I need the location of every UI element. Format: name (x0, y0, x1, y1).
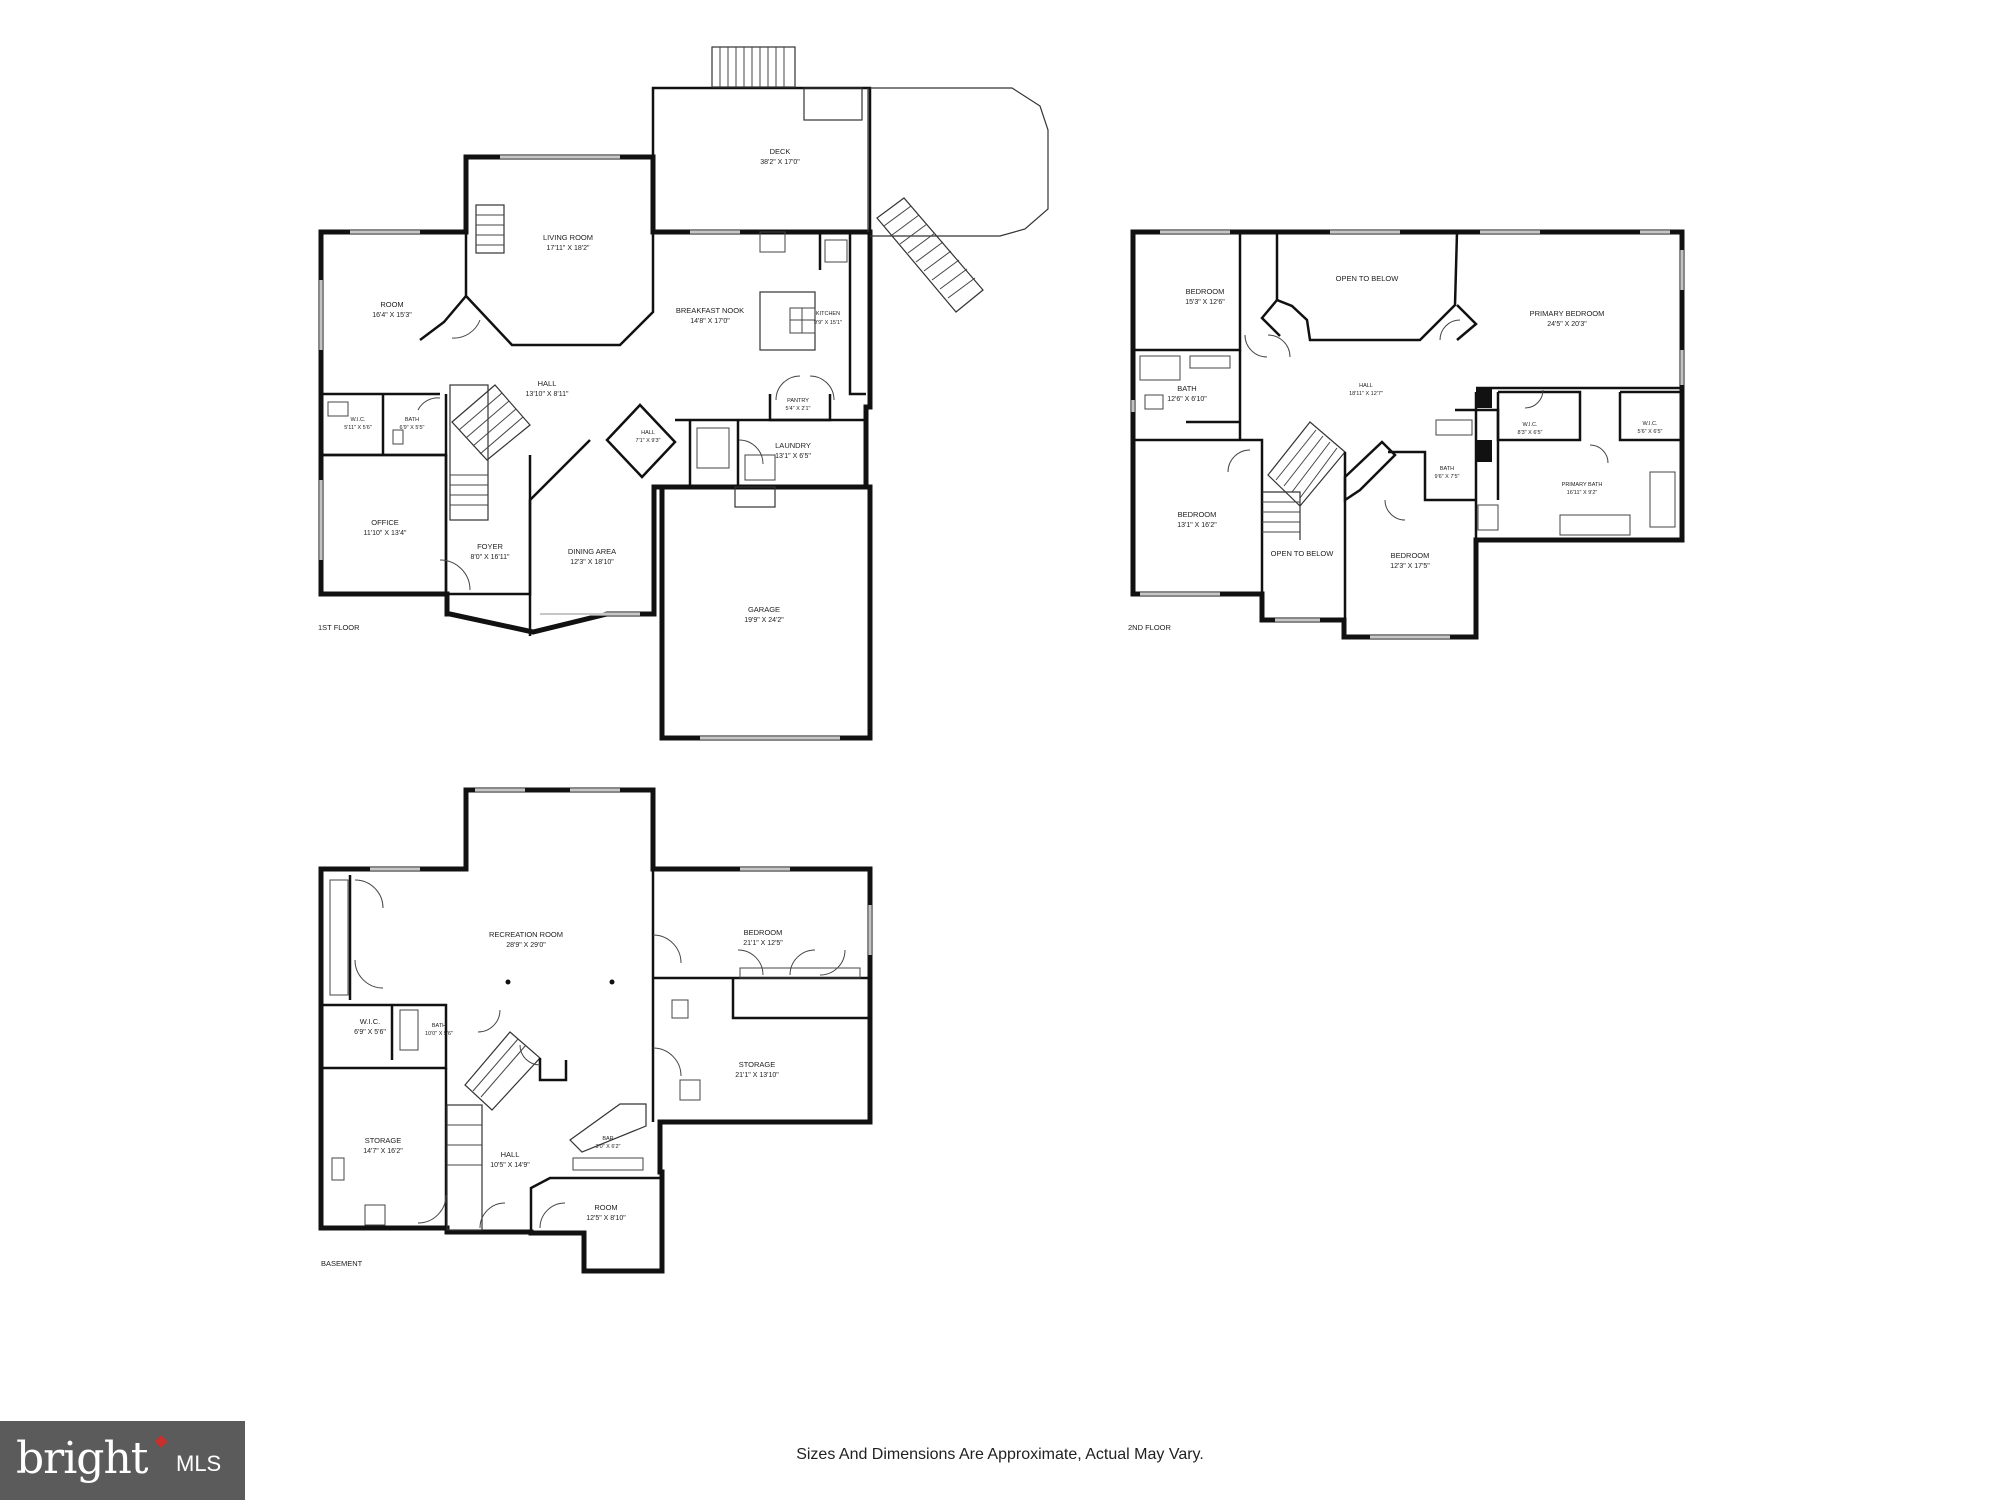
first-floor-labels: DECK 38'2" X 17'0" LIVING ROOM 17'11" X … (318, 147, 842, 632)
logo-suffix: MLS (176, 1451, 222, 1476)
storage-w-name: STORAGE (365, 1136, 402, 1145)
garage-name: GARAGE (748, 605, 780, 614)
deck-dims: 38'2" X 17'0" (760, 159, 800, 166)
bath-small-dims: 9'6" X 7'5" (1435, 474, 1460, 480)
room-name: ROOM (380, 300, 403, 309)
primary-bath-name: PRIMARY BATH (1562, 482, 1603, 488)
wic-dims: 5'11" X 5'6" (344, 425, 372, 431)
bath-2f-dims: 12'6" X 6'10" (1167, 396, 1207, 403)
office-name: OFFICE (371, 518, 399, 527)
wic-b-dims: 6'9" X 5'6" (354, 1029, 386, 1036)
hall-2f-dims: 18'11" X 12'7" (1349, 391, 1383, 397)
breakfast-nook-dims: 14'8" X 17'0" (690, 318, 730, 325)
wic-b-name: W.I.C. (360, 1017, 380, 1026)
storage-e-name: STORAGE (739, 1060, 776, 1069)
logo-brand: bright (16, 1433, 148, 1484)
pantry-dims: 5'4" X 2'1" (786, 406, 811, 412)
room-b-dims: 12'5" X 8'10" (586, 1215, 626, 1222)
basement-labels: RECREATION ROOM 28'9" X 29'0" BEDROOM 21… (321, 928, 783, 1268)
second-floor-plan (1130, 229, 1685, 640)
wic-2-name: W.I.C. (1643, 421, 1658, 427)
bath-small-name: BATH (1440, 466, 1454, 472)
basement-label: BASEMENT (321, 1259, 363, 1268)
hall-small-dims: 7'1" X 9'3" (636, 438, 661, 444)
bedroom-b-dims: 21'1" X 12'5" (743, 940, 783, 947)
bar-dims: 3'0" X 6'2" (596, 1144, 621, 1150)
bedroom-b-name: BEDROOM (744, 928, 783, 937)
deck-name: DECK (770, 147, 791, 156)
living-room-dims: 17'11" X 18'2" (547, 245, 590, 252)
primary-bedroom-dims: 24'5" X 20'3" (1547, 321, 1587, 328)
bedroom-sw-dims: 13'1" X 16'2" (1177, 522, 1217, 529)
dining-area-name: DINING AREA (568, 547, 616, 556)
laundry-name: LAUNDRY (775, 441, 811, 450)
bedroom-nw-dims: 15'3" X 12'6" (1185, 299, 1225, 306)
primary-bath-dims: 16'11" X 9'2" (1567, 490, 1598, 496)
disclaimer-text: Sizes And Dimensions Are Approximate, Ac… (796, 1446, 1204, 1463)
bedroom-sw-name: BEDROOM (1178, 510, 1217, 519)
living-room-name: LIVING ROOM (543, 233, 593, 242)
first-floor-plan (318, 46, 1049, 741)
second-floor-label: 2ND FLOOR (1128, 623, 1172, 632)
bath-2f-name: BATH (1177, 384, 1196, 393)
dining-area-dims: 12'3" X 18'10" (570, 559, 614, 566)
storage-e-dims: 21'1" X 13'10" (735, 1072, 779, 1079)
kitchen-name: KITCHEN (816, 311, 840, 317)
hall-b-dims: 10'5" X 14'9" (490, 1162, 530, 1169)
bedroom-nw-name: BEDROOM (1186, 287, 1225, 296)
deck-stairs-top (719, 47, 785, 87)
foyer-dims: 8'0" X 16'11" (470, 554, 510, 561)
hall-dims: 13'10" X 8'11" (526, 391, 569, 398)
storage-w-dims: 14'7" X 16'2" (363, 1148, 403, 1155)
office-dims: 11'10" X 13'4" (364, 530, 407, 537)
bedroom-s-dims: 12'3" X 17'5" (1390, 563, 1430, 570)
laundry-dims: 13'1" X 6'5" (775, 453, 811, 460)
hall-small-name: HALL (641, 430, 655, 436)
hall-2f-name: HALL (1359, 383, 1373, 389)
bedroom-s-name: BEDROOM (1391, 551, 1430, 560)
first-floor-label: 1ST FLOOR (318, 623, 360, 632)
bright-mls-logo: bright MLS (0, 1421, 245, 1500)
recreation-room-name: RECREATION ROOM (489, 930, 563, 939)
pantry-name: PANTRY (787, 398, 809, 404)
bar-name: BAR (602, 1136, 613, 1142)
open-to-below-top: OPEN TO BELOW (1336, 274, 1400, 283)
foyer-name: FOYER (477, 542, 503, 551)
hall-b-name: HALL (501, 1150, 520, 1159)
wic-1-name: W.I.C. (1523, 422, 1538, 428)
bath-dims: 6'9" X 5'5" (400, 425, 425, 431)
wic-2-dims: 5'6" X 6'5" (1638, 429, 1663, 435)
room-b-name: ROOM (594, 1203, 617, 1212)
primary-bedroom-name: PRIMARY BEDROOM (1530, 309, 1605, 318)
room-dims: 16'4" X 15'3" (372, 312, 412, 319)
open-to-below-mid: OPEN TO BELOW (1271, 549, 1335, 558)
bath-name: BATH (405, 417, 419, 423)
wic-name: W.I.C. (351, 417, 366, 423)
garage-dims: 19'9" X 24'2" (744, 617, 784, 624)
bath-b-name: BATH (432, 1023, 446, 1029)
second-floor-labels: BEDROOM 15'3" X 12'6" OPEN TO BELOW PRIM… (1128, 274, 1663, 632)
wic-1-dims: 8'3" X 6'5" (1518, 430, 1543, 436)
breakfast-nook-name: BREAKFAST NOOK (676, 306, 744, 315)
hall-name: HALL (538, 379, 557, 388)
kitchen-dims: 9'9" X 15'1" (814, 320, 842, 326)
bath-b-dims: 10'0" X 5'6" (425, 1031, 453, 1037)
basement-plan (318, 787, 873, 1274)
recreation-room-dims: 28'9" X 29'0" (506, 942, 546, 949)
